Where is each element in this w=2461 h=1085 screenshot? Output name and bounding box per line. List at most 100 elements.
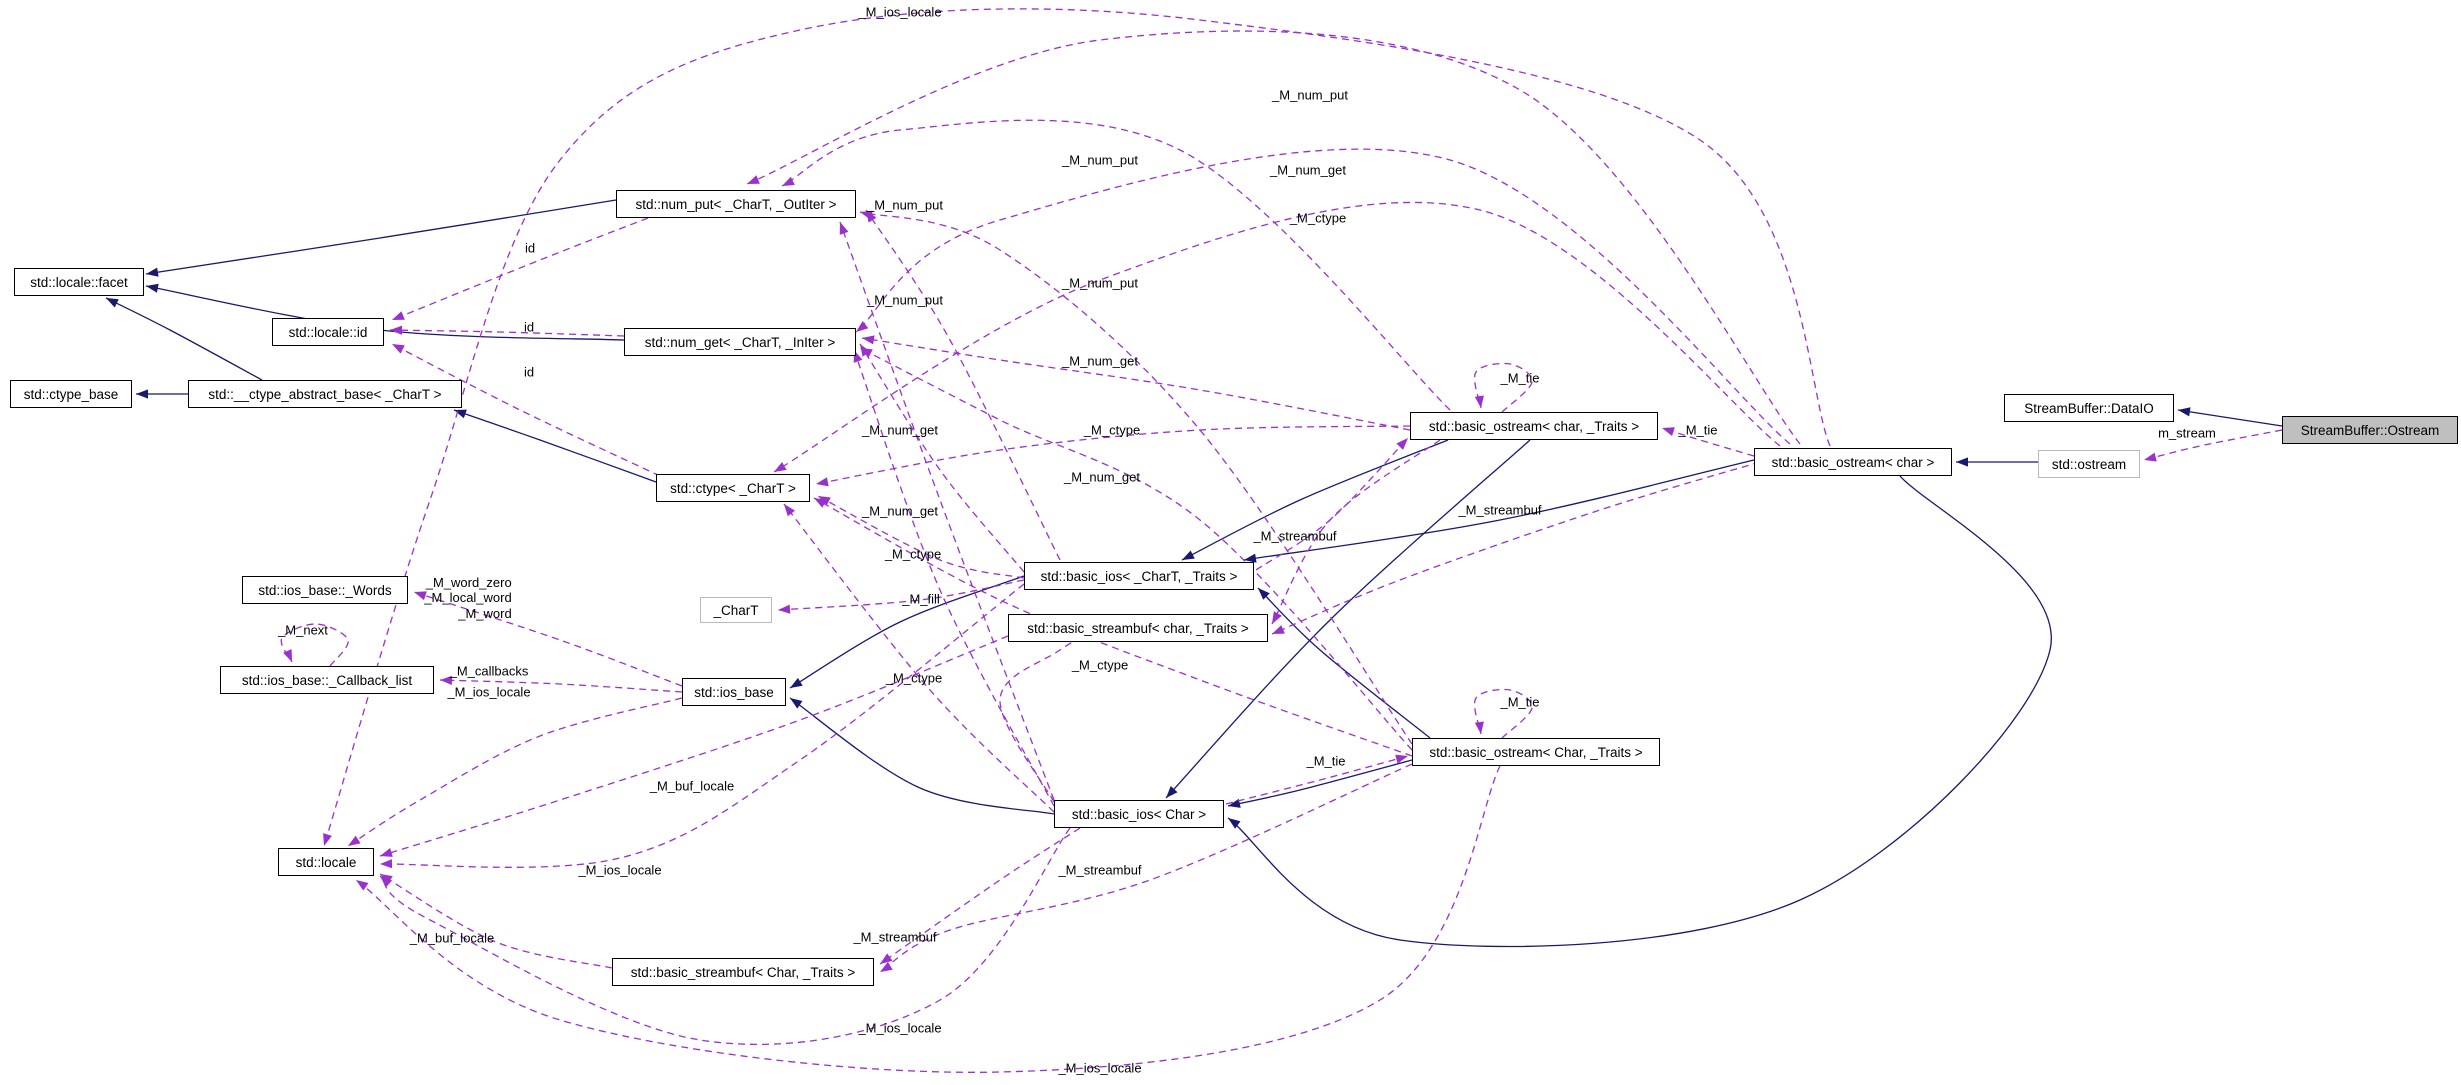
edge-M_num_get-3 — [861, 337, 1411, 431]
edge-label-M_num_get-3: _M_num_get — [1062, 353, 1138, 369]
edge-M_buf_locale-2 — [379, 873, 613, 969]
class-node-chart: _CharT — [700, 597, 772, 623]
class-node-ostream-Char-traits[interactable]: std::basic_ostream< Char, _Traits > — [1412, 738, 1660, 766]
arrowhead — [1182, 550, 1195, 560]
edge-M_ios_locale-3 — [379, 827, 1071, 1045]
arrowhead — [860, 210, 873, 220]
edge-label-M_streambuf-1: _M_streambuf — [1253, 528, 1337, 544]
edge-label-M_buf_locale-2: _M_buf_locale — [409, 930, 495, 946]
edge-M_tie-from-basic_ios_chart — [1255, 437, 1409, 571]
edge-M_streambuf-2 — [1271, 461, 1761, 635]
class-node-num-get[interactable]: std::num_get< _CharT, _InIter > — [624, 328, 856, 356]
edge-M_num_put-1 — [865, 209, 1061, 561]
class-node-ctype-base[interactable]: std::ctype_base — [10, 380, 132, 408]
edge-M_num_get-1 — [859, 343, 1025, 573]
edge-M_ctype-3 — [815, 425, 1411, 485]
class-node-ctype-abstract[interactable]: std::__ctype_abstract_base< _CharT > — [188, 380, 462, 408]
edge-label-M_num_put-2: _M_num_put — [1062, 152, 1138, 168]
edge-label-M_num_get-5: _M_num_get — [1270, 162, 1346, 178]
class-node-basic-ios-Char[interactable]: std::basic_ios< Char > — [1054, 800, 1224, 828]
edge-M_ios_locale-2 — [379, 583, 1025, 868]
edge-label-M_ctype-2: _M_ctype — [885, 670, 943, 686]
arrowhead — [816, 477, 829, 487]
class-node-dataio[interactable]: StreamBuffer::DataIO — [2004, 394, 2174, 422]
edge-label-M_tie-from-ostream_char: _M_tie — [1678, 422, 1718, 438]
class-node-num-put[interactable]: std::num_put< _CharT, _OutIter > — [616, 190, 856, 218]
arrowhead — [136, 389, 148, 399]
arrowhead — [1474, 721, 1484, 734]
class-node-ostream: std::ostream — [2038, 450, 2140, 478]
class-node-callback[interactable]: std::ios_base::_Callback_list — [220, 666, 434, 694]
edge-M_ctype-5 — [773, 201, 1781, 473]
edge-label-M_ctype-3: _M_ctype — [1083, 422, 1141, 438]
arrowhead — [1272, 625, 1285, 634]
edge-label-M_ios_locale-4: _M_ios_locale — [1058, 1060, 1142, 1076]
arrowhead — [440, 675, 453, 685]
edge-M_streambuf-1 — [1271, 439, 1441, 625]
arrowhead — [392, 344, 405, 354]
edge-label-M_fill: _M_fill — [902, 591, 940, 607]
class-node-facet[interactable]: std::locale::facet — [14, 268, 144, 296]
arrowhead — [1228, 818, 1241, 829]
edge-label-M_ctype-1: _M_ctype — [884, 546, 942, 562]
class-node-locale-id[interactable]: std::locale::id — [272, 318, 384, 346]
class-node-locale[interactable]: std::locale — [278, 848, 374, 876]
edge-id-from-ctype — [391, 343, 661, 477]
edge-label-M_streambuf-4: _M_streambuf — [1058, 862, 1142, 878]
edge-ostream_char_traits-to-basic_ios_Char — [1165, 439, 1531, 799]
edge-basic_ios_Char-inherits-ios_base — [789, 697, 1055, 815]
arrowhead — [146, 283, 159, 293]
edge-ostream_Char_traits-inherits-basic_ios_Char — [1227, 759, 1413, 807]
edge-M_ctype-1 — [817, 495, 1025, 579]
class-node-streambuf-char[interactable]: std::basic_streambuf< char, _Traits > — [1008, 614, 1268, 642]
edge-label-M_num_put-1: _M_num_put — [867, 197, 943, 213]
arrowhead — [747, 175, 760, 184]
edge-label-id-from-num_get: id — [523, 319, 535, 335]
edge-M_fill — [777, 579, 1025, 611]
arrowhead — [414, 591, 427, 601]
arrowhead — [839, 222, 849, 235]
class-node-basic-ios-chart[interactable]: std::basic_ios< _CharT, _Traits > — [1024, 562, 1254, 590]
arrowhead — [1396, 438, 1408, 450]
edge-label-M_buf_locale-1: _M_buf_locale — [649, 778, 735, 794]
edge-M_callbacks — [439, 679, 683, 693]
edge-label-M_tie-from-basic_ios_Char: _M_tie — [1306, 753, 1346, 769]
edge-M_num_get-4 — [859, 347, 1413, 751]
edge-label-M_ios_locale-2: _M_ios_locale — [578, 862, 662, 878]
edge-label-M_num_get-2: _M_num_get — [862, 503, 938, 519]
class-node-sb-Char[interactable]: std::basic_streambuf< Char, _Traits > — [612, 958, 874, 986]
edge-M_streambuf-5 — [879, 763, 1413, 973]
edge-num_get-inherits-facet — [145, 285, 625, 341]
class-node-ctype[interactable]: std::ctype< _CharT > — [656, 474, 810, 502]
class-node-words[interactable]: std::ios_base::_Words — [242, 576, 408, 604]
arrowhead — [356, 880, 369, 891]
edge-M_ctype-4 — [813, 497, 1413, 757]
edge-label-M_num_put-3: _M_num_put — [1272, 87, 1348, 103]
edge-ostream_Char_traits-to-basic_ios_chart — [1257, 587, 1431, 739]
class-node-ostream-char[interactable]: std::basic_ostream< char > — [1754, 448, 1952, 476]
arrowhead — [1166, 786, 1178, 798]
class-node-ostream-char-traits[interactable]: std::basic_ostream< char, _Traits > — [1410, 412, 1658, 440]
edge-label-id-from-num_put: id — [524, 240, 536, 256]
arrowhead — [784, 504, 796, 517]
arrowhead — [2144, 452, 2157, 462]
arrowhead — [880, 961, 893, 972]
edge-M_tie-self-Char_traits — [1473, 688, 1533, 739]
arrowhead — [782, 176, 795, 186]
arrowhead — [778, 604, 791, 614]
arrowhead — [1272, 611, 1282, 624]
edge-label-M_num_put-5: _M_num_put — [867, 292, 943, 308]
edge-M_num_put-5 — [839, 221, 1055, 801]
edge-M_buf_locale-1 — [379, 635, 1009, 857]
edge-M_next-self-loop — [280, 623, 349, 667]
arrowhead — [1956, 457, 1968, 467]
class-node-sb-ostream: StreamBuffer::Ostream — [2282, 416, 2458, 444]
edge-label-M_tie-self-Char_traits: _M_tie — [1500, 694, 1540, 710]
arrowhead — [323, 833, 332, 846]
class-node-ios-base[interactable]: std::ios_base — [682, 678, 786, 706]
arrowhead — [1474, 395, 1484, 408]
edge-label-M_words: _M_word_zero _M_local_word _M_word — [424, 575, 512, 621]
arrowhead — [392, 311, 405, 320]
edge-ostream_char-to-basic_ios_chart — [1243, 459, 1755, 561]
